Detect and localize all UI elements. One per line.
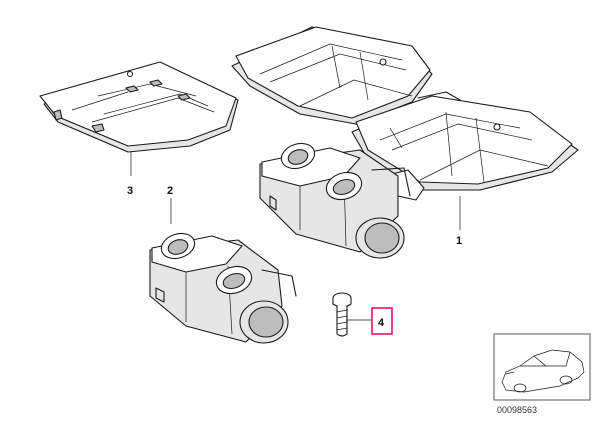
part-4-screw[interactable]	[332, 292, 352, 337]
callout-2[interactable]: 2	[167, 185, 173, 197]
part-2-sensor-housing[interactable]	[149, 229, 297, 344]
cover-right-tray-top	[355, 95, 573, 185]
callout-4-highlight[interactable]	[371, 307, 393, 335]
part-3-plate[interactable]	[39, 61, 239, 153]
plate-surface	[39, 61, 237, 147]
vehicle-thumbnail[interactable]	[493, 333, 591, 401]
callout-4[interactable]: 4	[378, 317, 385, 329]
part-1-sensor-housing[interactable]	[259, 139, 411, 259]
part-1-cover-assembly[interactable]	[231, 26, 579, 201]
cover-left-tray-top	[235, 26, 431, 119]
callout-3[interactable]: 3	[127, 185, 133, 197]
reference-number: 00098563	[497, 405, 537, 415]
callout-1[interactable]: 1	[456, 235, 462, 247]
